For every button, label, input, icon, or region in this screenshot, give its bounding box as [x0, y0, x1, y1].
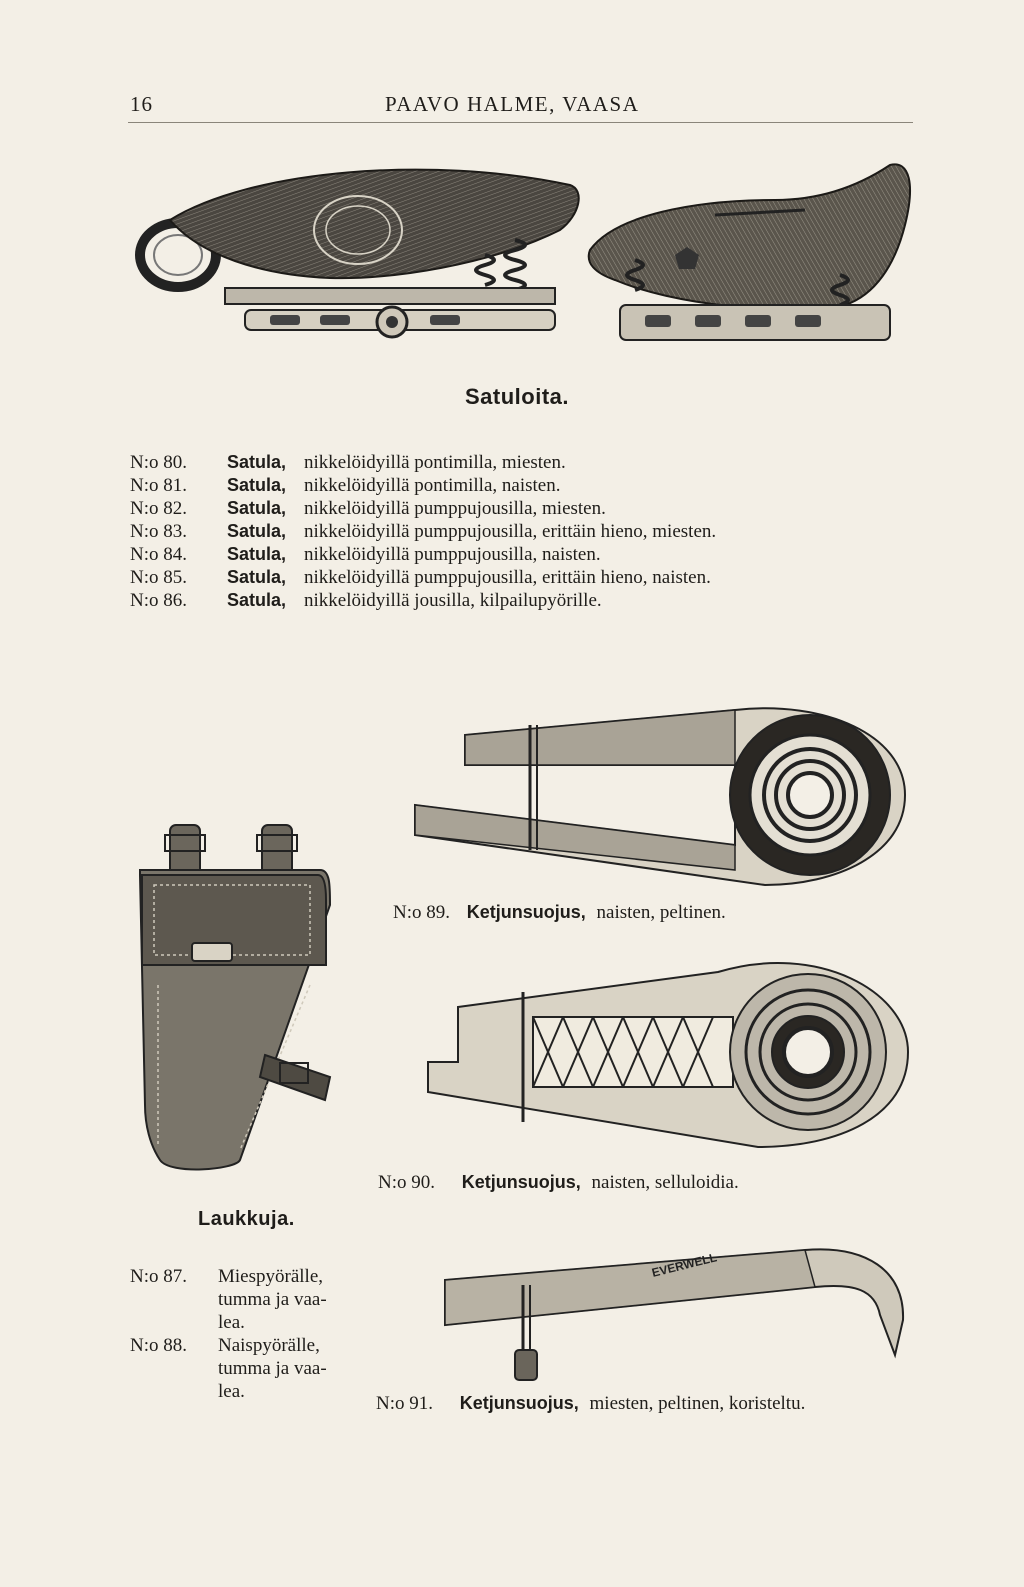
item-name: Satula,	[227, 567, 287, 587]
saddle-illustration-right	[587, 163, 911, 341]
list-item-continuation: lea.	[130, 1381, 370, 1404]
item-description: nikkelöidyillä pumppujousilla, erittäin …	[304, 567, 711, 588]
list-item: N:o 88. Naispyörälle,	[130, 1335, 370, 1358]
item-description: Miespyörälle,	[218, 1266, 324, 1287]
list-item: N:o 83. Satula, nikkelöidyillä pumppujousi…	[130, 521, 930, 544]
bag-list: N:o 87.Miespyörälle, tumma ja vaa- lea. …	[130, 1266, 370, 1404]
list-item: N:o 80. Satula, nikkelöidyillä pontimilla,…	[130, 452, 930, 475]
list-item: N:o 84. Satula, nikkelöidyillä pumppujousi…	[130, 544, 930, 567]
item-number: N:o 91.	[376, 1393, 433, 1414]
bag-illustration	[139, 824, 332, 1171]
item-number: N:o 87.	[130, 1266, 187, 1287]
item-description: naisten, selluloidia.	[591, 1172, 739, 1193]
item-name: Ketjunsuojus,	[459, 1393, 579, 1413]
chainguard-label-89: N:o 89. Ketjunsuojus, naisten, peltinen.	[393, 902, 726, 924]
item-number: N:o 82.	[130, 498, 187, 519]
item-name: Ketjunsuojus,	[466, 902, 586, 922]
list-item: N:o 86. Satula, nikkelöidyillä jousilla, k…	[130, 590, 930, 613]
item-name: Satula,	[227, 475, 287, 495]
saddles-caption: Satuloita.	[465, 384, 570, 409]
item-number: N:o 86.	[130, 590, 187, 611]
item-description: nikkelöidyillä pumppujousilla, miesten.	[304, 498, 606, 519]
chainguard-label-91: N:o 91. Ketjunsuojus, miesten, peltinen,…	[376, 1393, 805, 1415]
header-rule	[128, 122, 913, 123]
item-number: N:o 85.	[130, 567, 187, 588]
item-number: N:o 88.	[130, 1335, 187, 1356]
item-name: Satula,	[227, 452, 287, 472]
chainguard-label-90: N:o 90. Ketjunsuojus, naisten, selluloid…	[378, 1172, 739, 1194]
saddle-list: N:o 80. Satula, nikkelöidyillä pontimilla,…	[130, 452, 930, 613]
item-description: nikkelöidyillä pontimilla, miesten.	[304, 452, 566, 473]
item-description: lea.	[218, 1381, 245, 1402]
item-description: tumma ja vaa-	[218, 1358, 327, 1379]
item-description: naisten, peltinen.	[596, 902, 726, 923]
item-description: nikkelöidyillä jousilla, kilpailupyörill…	[304, 590, 602, 611]
item-number: N:o 90.	[378, 1172, 435, 1193]
item-description: nikkelöidyillä pumppujousilla, erittäin …	[304, 521, 717, 542]
chainguard-illustration-91: EVERWELL	[444, 1248, 905, 1381]
item-name: Satula,	[227, 590, 287, 610]
item-description: miesten, peltinen, koristeltu.	[589, 1393, 806, 1414]
list-item-continuation: tumma ja vaa-	[130, 1289, 370, 1312]
bags-caption: Laukkuja.	[198, 1208, 295, 1230]
item-name: Satula,	[227, 521, 287, 541]
item-number: N:o 83.	[130, 521, 187, 542]
list-item: N:o 81. Satula, nikkelöidyillä pontimilla,…	[130, 475, 930, 498]
item-number: N:o 84.	[130, 544, 187, 565]
list-item: N:o 87. Miespyörälle,	[130, 1266, 370, 1289]
chainguard-illustration-90	[427, 962, 910, 1149]
page-number: 16	[130, 92, 153, 116]
item-name: Ketjunsuojus,	[461, 1172, 581, 1192]
item-description: nikkelöidyillä pumppujousilla, naisten.	[304, 544, 601, 565]
page-header: 16 PAAVO HALME, VAASA	[130, 92, 910, 122]
list-item-continuation: lea.	[130, 1312, 370, 1335]
item-description: tumma ja vaa-	[218, 1289, 327, 1310]
chainguard-illustration-89	[414, 707, 907, 887]
list-item-continuation: tumma ja vaa-	[130, 1358, 370, 1381]
saddle-illustration-left	[135, 168, 580, 339]
list-item: N:o 85. Satula, nikkelöidyillä pumppujousi…	[130, 567, 930, 590]
item-description: nikkelöidyillä pontimilla, naisten.	[304, 475, 561, 496]
item-number: N:o 81.	[130, 475, 187, 496]
item-description: lea.	[218, 1312, 245, 1333]
item-description: Naispyörälle,	[218, 1335, 320, 1356]
list-item: N:o 82. Satula, nikkelöidyillä pumppujousi…	[130, 498, 930, 521]
item-name: Satula,	[227, 544, 287, 564]
page-header-title: PAAVO HALME, VAASA	[385, 92, 640, 116]
item-number: N:o 89.	[393, 902, 450, 923]
item-name: Satula,	[227, 498, 287, 518]
item-number: N:o 80.	[130, 452, 187, 473]
